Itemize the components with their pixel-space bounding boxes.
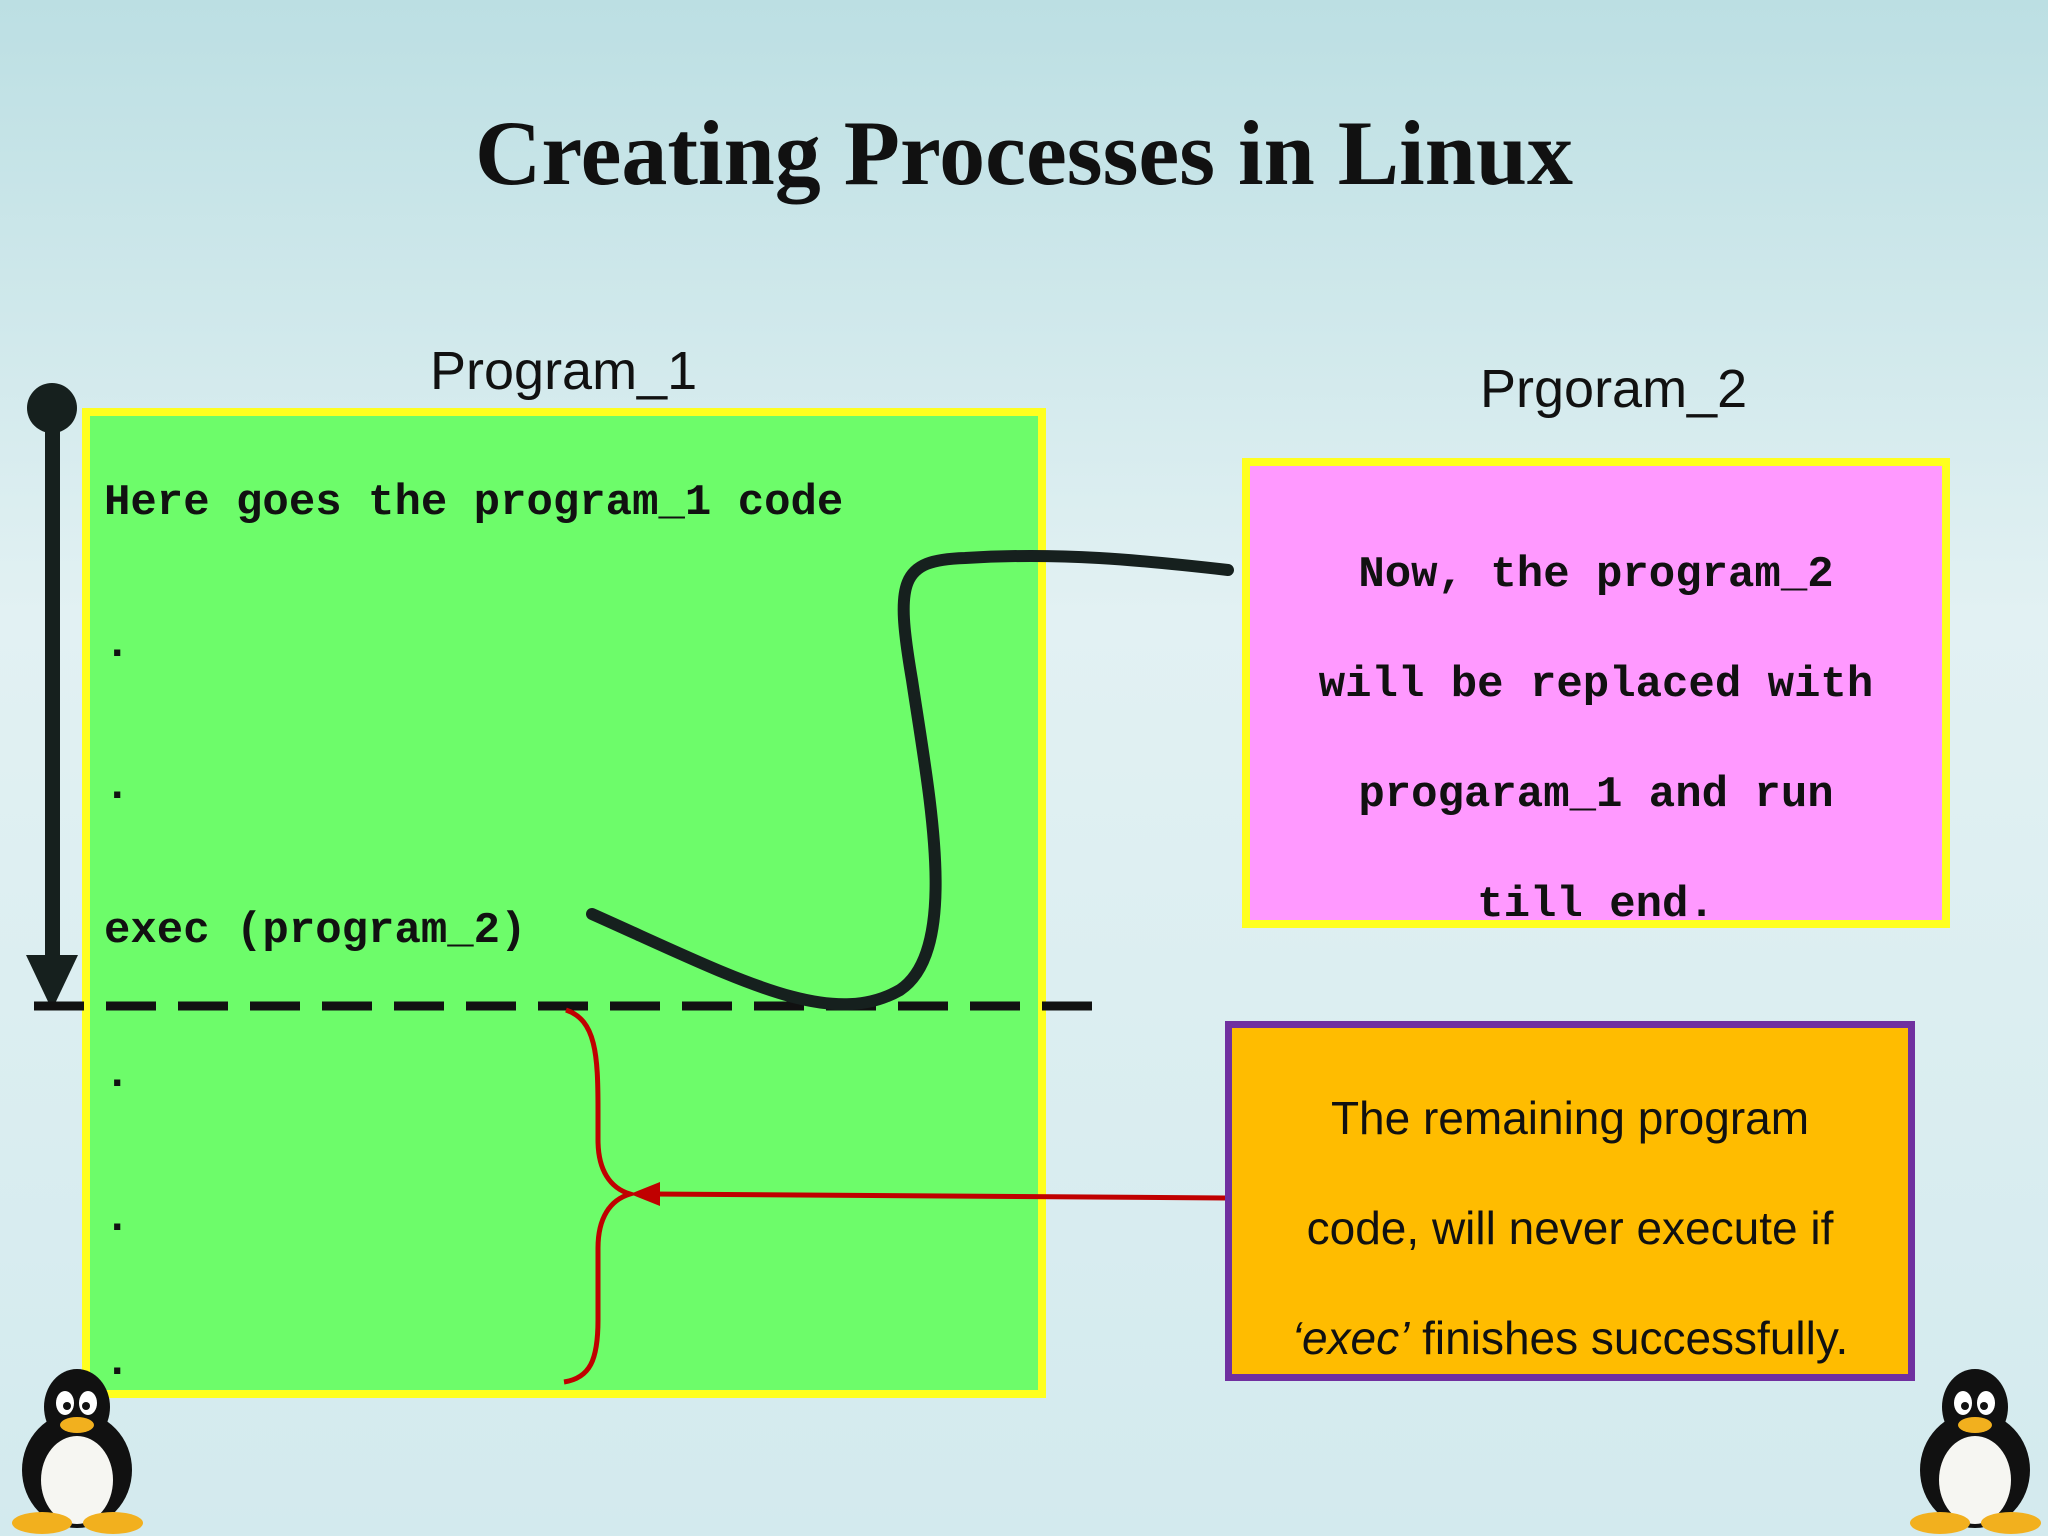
program1-dot: .	[104, 1338, 131, 1388]
remaining-code-brace	[563, 1007, 639, 1385]
execution-flow-arrow-icon	[26, 383, 78, 1010]
program2-line: progaram_1 and run	[1358, 770, 1834, 820]
note-exec-term: ‘exec’	[1291, 1312, 1410, 1364]
tux-penguin-icon	[12, 1369, 143, 1534]
program2-box	[1242, 458, 1950, 928]
note-line-1: The remaining program	[1330, 1092, 1810, 1144]
program1-dot: .	[104, 620, 131, 670]
program2-label: Prgoram_2	[1480, 359, 1748, 419]
program1-label: Program_1	[430, 341, 698, 401]
note-box	[1225, 1021, 1915, 1381]
program1-dot: .	[104, 1194, 131, 1244]
note-line-2: code, will never execute if	[1306, 1202, 1834, 1254]
program1-dot: .	[104, 1050, 131, 1100]
note-arrow-head	[630, 1182, 660, 1206]
program2-text: Now, the program_2 will be replaced with…	[1250, 520, 1942, 960]
exec-to-program2-connector	[586, 549, 1234, 1011]
tux-penguin-icon	[1910, 1369, 2041, 1534]
note-line-3-rest: finishes successfully.	[1409, 1312, 1849, 1364]
program1-exec-line: exec (program_2)	[104, 906, 527, 956]
slide-title: Creating Processes in Linux	[474, 102, 1574, 204]
program2-line: will be replaced with	[1318, 660, 1874, 710]
program1-dot: .	[104, 762, 131, 812]
note-line-3: ‘exec’ finishes successfully.	[1232, 1283, 1908, 1393]
program2-line: till end.	[1477, 880, 1715, 930]
note-arrow-line	[651, 1191, 1226, 1201]
program1-code-line: Here goes the program_1 code	[104, 478, 844, 528]
program2-line: Now, the program_2	[1358, 550, 1834, 600]
note-text: The remaining program code, will never e…	[1232, 1063, 1908, 1393]
program1-box	[82, 408, 1046, 1398]
